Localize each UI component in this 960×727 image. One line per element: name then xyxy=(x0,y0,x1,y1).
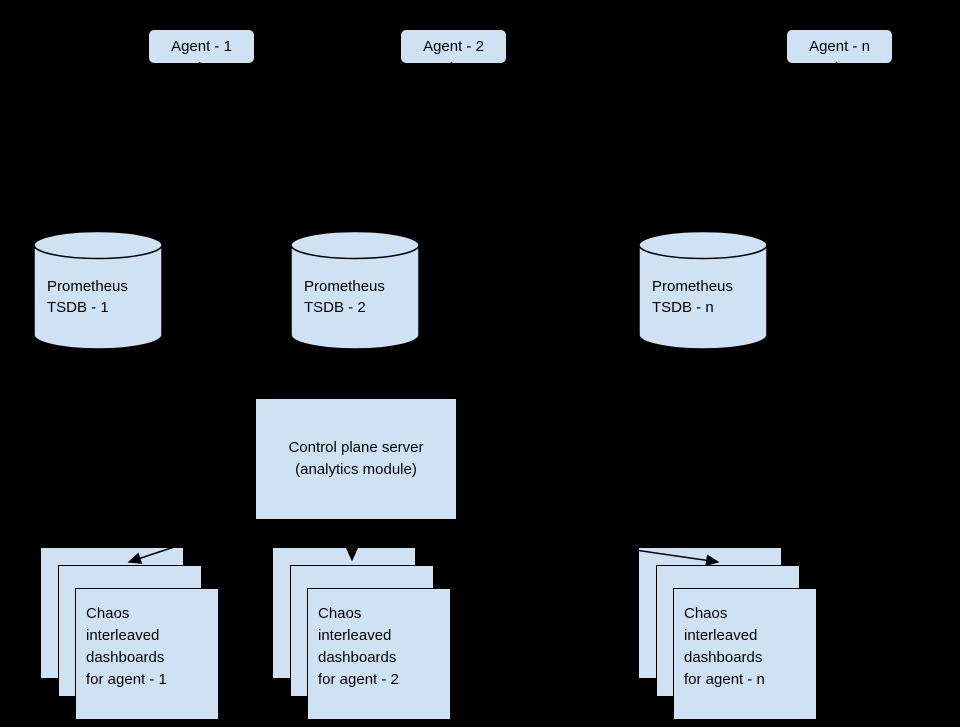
agent-2-label: Agent - 2 xyxy=(423,38,484,55)
dashboard-sheet-front: Chaos interleaved dashboards for agent -… xyxy=(75,588,219,720)
dashboard-sheet-front: Chaos interleaved dashboards for agent -… xyxy=(307,588,451,720)
dashboard-sheet-front: Chaos interleaved dashboards for agent -… xyxy=(673,588,817,720)
cylinder-top xyxy=(290,230,420,260)
tsdb-1-to-control-plane-connector xyxy=(97,352,309,396)
control-plane-label: Control plane server (analytics module) xyxy=(288,439,424,478)
agent-n-label: Agent - n xyxy=(809,38,870,55)
agent-2-node: Agent - 2 xyxy=(400,29,507,64)
dashboards-1-stack: Chaos interleaved dashboards for agent -… xyxy=(40,547,240,727)
database-cylinder-icon xyxy=(638,230,768,350)
control-plane-node: Control plane server (analytics module) xyxy=(255,398,457,520)
agent-2-to-tsdb-2-connector xyxy=(356,61,453,225)
dashboards-2-stack: Chaos interleaved dashboards for agent -… xyxy=(272,547,472,727)
dashboards-2-label: Chaos interleaved dashboards for agent -… xyxy=(318,605,399,688)
agent-n-node: Agent - n xyxy=(786,29,893,64)
tsdb-1-label: Prometheus TSDB - 1 xyxy=(47,278,128,316)
tsdb-2-to-control-plane-connector xyxy=(335,353,375,399)
agent-1-node: Agent - 1 xyxy=(148,29,255,64)
database-cylinder-icon xyxy=(33,230,163,350)
tsdb-n-label: Prometheus TSDB - n xyxy=(652,278,733,316)
dashboards-n-label: Chaos interleaved dashboards for agent -… xyxy=(684,605,765,688)
tsdb-n-to-control-plane-connector xyxy=(409,352,704,396)
tsdb-1-node: Prometheus TSDB - 1 xyxy=(33,230,163,351)
cylinder-top xyxy=(638,230,768,260)
agent-n-to-tsdb-n-connector xyxy=(704,61,838,225)
tsdb-2-node: Prometheus TSDB - 2 xyxy=(290,230,420,351)
cylinder-body xyxy=(638,245,768,350)
cylinder-body xyxy=(290,245,420,350)
dashboards-1-label: Chaos interleaved dashboards for agent -… xyxy=(86,605,167,688)
agent-1-label: Agent - 1 xyxy=(171,38,232,55)
tsdb-2-label: Prometheus TSDB - 2 xyxy=(304,278,385,316)
cylinder-body xyxy=(33,245,163,350)
cylinder-top xyxy=(33,230,163,260)
dashboards-n-stack: Chaos interleaved dashboards for agent -… xyxy=(638,547,838,727)
tsdb-n-node: Prometheus TSDB - n xyxy=(638,230,768,351)
database-cylinder-icon xyxy=(290,230,420,350)
agent-1-to-tsdb-1-connector xyxy=(101,61,201,225)
